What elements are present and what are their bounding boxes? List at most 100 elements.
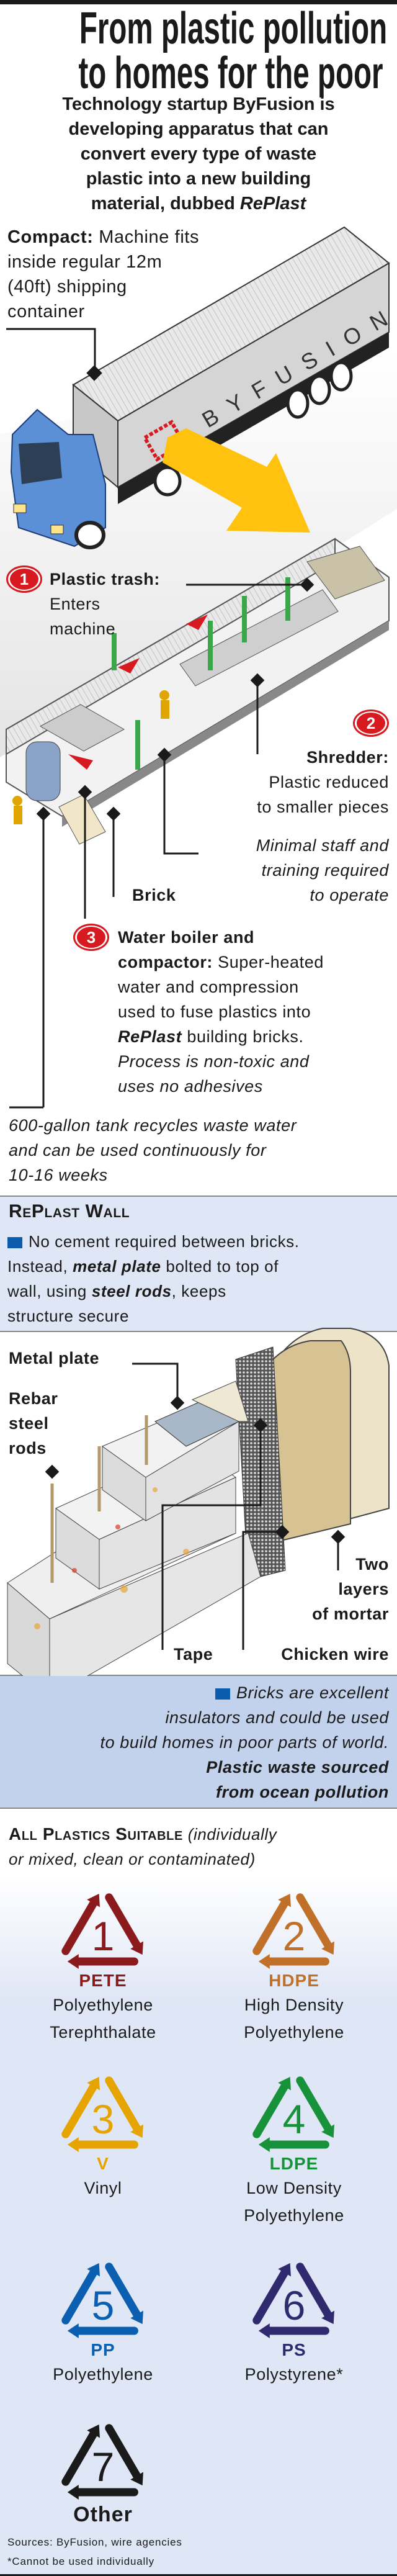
- arrowhead-icon: [130, 1941, 143, 1955]
- compact-line: (40ft) shipping: [7, 277, 127, 297]
- step-3-text: Water boiler and compactor: Super-heated…: [118, 925, 324, 1099]
- step-3-badge: 3: [73, 924, 109, 951]
- conveyor: [58, 794, 106, 845]
- bullet-icon: [7, 1237, 22, 1249]
- step-3-title: Water boiler and: [118, 928, 255, 947]
- recycle-arrow-segment: [105, 2263, 141, 2319]
- step-2-line: Plastic reduced: [269, 773, 389, 791]
- resin-name: Polyethylene: [53, 1996, 153, 2014]
- compact-line: Machine fits: [99, 227, 200, 247]
- step-3-note: Process is non-toxic and: [118, 1052, 310, 1071]
- subtitle-line: convert every type of waste: [80, 144, 317, 164]
- step-1-text: Plastic trash: Enters machine: [50, 567, 160, 641]
- step-3-title: compactor:: [118, 953, 213, 971]
- resin-code: PS: [282, 2340, 306, 2359]
- step-1-line: Enters: [50, 595, 100, 613]
- arrowhead-icon: [67, 2323, 79, 2338]
- replast-emphasis: RePlast: [118, 1027, 182, 1046]
- arrowhead-icon: [278, 2263, 291, 2277]
- arrowhead-icon: [67, 1954, 79, 1969]
- subtitle-line: material, dubbed RePlast: [91, 194, 306, 214]
- arrowhead-icon: [87, 2076, 100, 2091]
- arrowhead-icon: [321, 2124, 334, 2138]
- resin-code: LDPE: [269, 2154, 319, 2173]
- staff-line: to operate: [310, 886, 389, 904]
- step-2-line: to smaller pieces: [257, 798, 389, 816]
- step-3-line: water and compression: [118, 978, 299, 996]
- step-1-line: machine: [50, 619, 116, 638]
- replast-wall-description: No cement required between bricks. Inste…: [7, 1232, 300, 1325]
- resin-name: Vinyl: [84, 2179, 122, 2197]
- arrowhead-icon: [278, 2076, 291, 2091]
- plastics-panel: [0, 1875, 397, 2575]
- tank-line: 10-16 weeks: [9, 1166, 108, 1184]
- recycle-triangle-icon: 1: [61, 1893, 143, 1969]
- brick-label: Brick: [132, 886, 176, 904]
- sources: Sources: ByFusion, wire agencies: [7, 2536, 182, 2548]
- illustrations: BYFUSION: [0, 226, 397, 1676]
- plastics-heading: All Plastics Suitable (individually or m…: [9, 1824, 277, 1868]
- bottom-rule: [0, 2574, 397, 2576]
- step-3-line: used to fuse plastics into: [118, 1002, 311, 1021]
- footer: Sources: ByFusion, wire agencies *Cannot…: [7, 2533, 182, 2571]
- callout-diamond: [86, 365, 102, 381]
- headline-line-2: to homes for the poor: [78, 48, 383, 98]
- arrowhead-icon: [87, 2263, 100, 2277]
- step-2-text: Shredder: Plastic reduced to smaller pie…: [257, 745, 389, 819]
- resin-code: Other: [73, 2503, 133, 2526]
- step-1-title: Plastic trash:: [50, 570, 160, 588]
- shredder-drum: [179, 589, 339, 687]
- resin-code: PP: [91, 2340, 115, 2359]
- recycle-triangle-icon: 3: [61, 2076, 143, 2152]
- recycle-arrow-segment: [252, 2082, 289, 2138]
- compact-line: inside regular 12m: [7, 252, 163, 272]
- resin-name: Polyethylene: [53, 2365, 153, 2384]
- recycle-triangle-icon: 6: [252, 2263, 334, 2338]
- replast-emphasis: RePlast: [239, 194, 306, 214]
- arrowhead-icon: [321, 2310, 334, 2325]
- recycle-arrow-segment: [252, 1899, 289, 1955]
- resin-number: 6: [283, 2282, 306, 2328]
- subtitle-line: plastic into a new building: [86, 169, 311, 189]
- tank-line: 600-gallon tank recycles waste water: [9, 1116, 297, 1135]
- resin-name: Polyethylene: [244, 2023, 344, 2042]
- arrowhead-icon: [87, 2424, 100, 2438]
- tank-line: and can be used continuously for: [9, 1141, 267, 1160]
- resin-code: PETE: [79, 1971, 127, 1990]
- step-1-badge: 1: [6, 565, 42, 593]
- bricks-info-panel: [0, 1675, 397, 1809]
- headline-line-1: From plastic pollution: [79, 4, 388, 53]
- machine-container: [6, 538, 390, 845]
- step-2-title: Shredder:: [306, 748, 389, 767]
- compact-line: container: [7, 302, 85, 322]
- compact-label: Compact: Machine fits inside regular 12m…: [7, 225, 199, 324]
- machine-callouts: [9, 583, 307, 1109]
- recycle-arrow-segment: [105, 2424, 141, 2480]
- flow-arrow: [163, 428, 310, 533]
- recycle-arrow-segment: [61, 1899, 98, 1955]
- subtitle-line: Technology startup ByFusion is: [62, 94, 335, 114]
- compactor: [39, 704, 125, 752]
- tank-note: 600-gallon tank recycles waste water and…: [9, 1113, 297, 1187]
- recycle-arrow-segment: [61, 2268, 98, 2325]
- arrowhead-icon: [321, 1941, 334, 1955]
- recycle-arrow-segment: [105, 2076, 141, 2133]
- recycle-triangle-icon: 4: [252, 2076, 334, 2152]
- resin-number: 1: [92, 1913, 115, 1959]
- recycle-arrow-segment: [296, 1893, 332, 1950]
- compact-title: Compact:: [7, 227, 94, 247]
- resin-number: 2: [283, 1913, 306, 1959]
- subtitle-line: developing apparatus that can: [68, 119, 329, 139]
- bricks-info: Bricks are excellent insulators and coul…: [100, 1683, 389, 1801]
- top-rule: [0, 0, 397, 4]
- resin-number: 7: [92, 2444, 115, 2490]
- arrowhead-icon: [258, 2323, 270, 2338]
